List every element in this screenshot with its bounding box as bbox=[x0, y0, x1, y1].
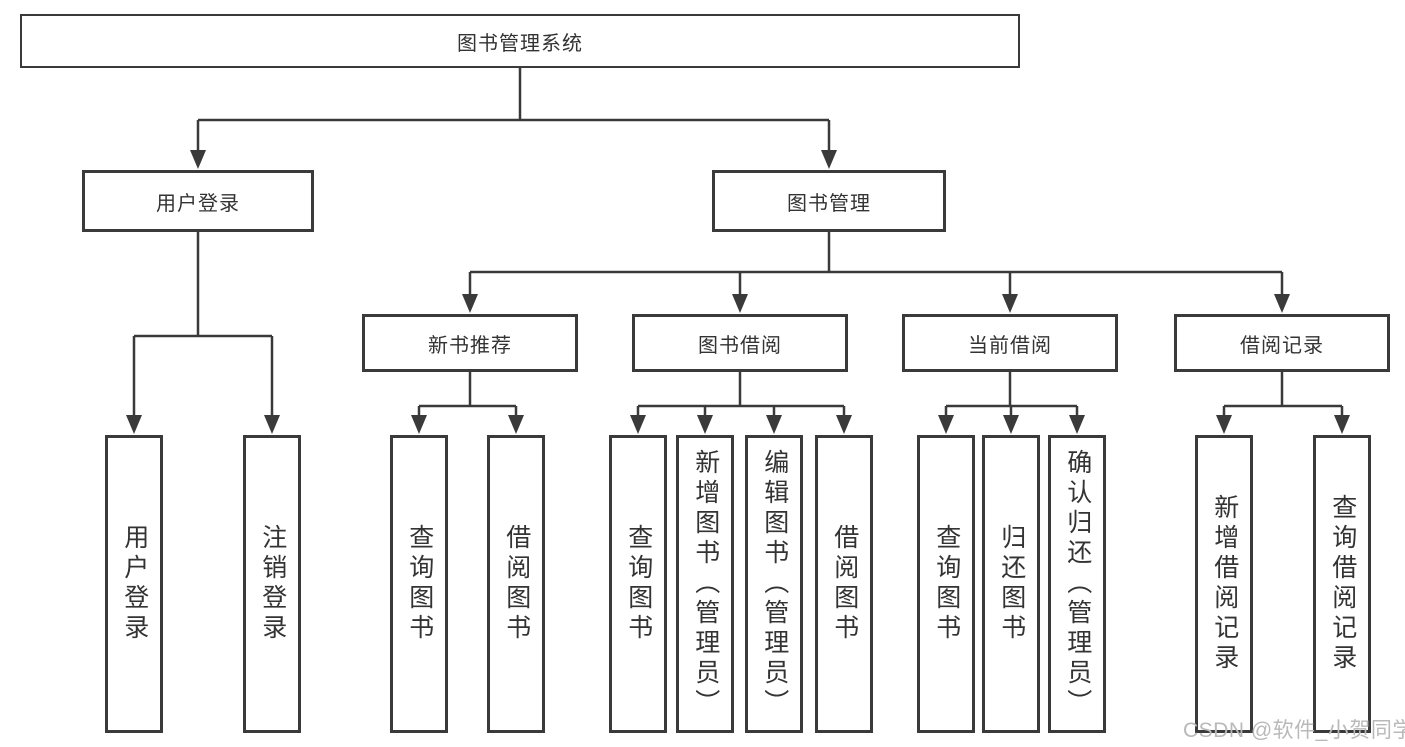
leaf-borrow-add-books-admin-label: 新增图书（管理员） bbox=[691, 449, 720, 719]
node-book-management: 图书管理 bbox=[712, 170, 946, 232]
node-book-borrow: 图书借阅 bbox=[632, 314, 848, 372]
leaf-current-query-books: 查询图书 bbox=[917, 435, 975, 733]
node-borrow-records-label: 借阅记录 bbox=[1240, 334, 1324, 357]
leaf-borrow-query-books: 查询图书 bbox=[609, 435, 667, 733]
leaf-current-return-books: 归还图书 bbox=[982, 435, 1040, 733]
leaf-current-query-books-label: 查询图书 bbox=[932, 524, 961, 644]
node-borrow-records: 借阅记录 bbox=[1174, 314, 1390, 372]
leaf-logout: 注销登录 bbox=[243, 435, 301, 733]
node-root-label: 图书管理系统 bbox=[457, 32, 583, 55]
leaf-borrow-query-books-label: 查询图书 bbox=[624, 524, 653, 644]
node-book-management-label: 图书管理 bbox=[787, 192, 871, 215]
node-current-borrow-label: 当前借阅 bbox=[968, 334, 1052, 357]
leaf-borrow-borrow-books: 借阅图书 bbox=[815, 435, 873, 733]
node-book-borrow-label: 图书借阅 bbox=[698, 334, 782, 357]
leaf-newbook-borrow-books: 借阅图书 bbox=[487, 435, 545, 733]
leaf-records-query-record: 查询借阅记录 bbox=[1313, 435, 1371, 733]
leaf-logout-label: 注销登录 bbox=[258, 524, 287, 644]
leaf-current-confirm-return-admin: 确认归还（管理员） bbox=[1048, 435, 1106, 733]
node-root: 图书管理系统 bbox=[20, 14, 1020, 68]
node-user-login-label: 用户登录 bbox=[156, 192, 240, 215]
node-new-book-recommend-label: 新书推荐 bbox=[428, 334, 512, 357]
leaf-records-add-record-label: 新增借阅记录 bbox=[1210, 494, 1239, 674]
leaf-newbook-query-books-label: 查询图书 bbox=[405, 524, 434, 644]
leaf-current-return-books-label: 归还图书 bbox=[997, 524, 1026, 644]
leaf-borrow-edit-books-admin: 编辑图书（管理员） bbox=[745, 435, 803, 733]
leaf-records-add-record: 新增借阅记录 bbox=[1195, 435, 1253, 733]
leaf-newbook-query-books: 查询图书 bbox=[390, 435, 448, 733]
leaf-borrow-add-books-admin: 新增图书（管理员） bbox=[676, 435, 734, 733]
node-user-login: 用户登录 bbox=[82, 170, 314, 232]
csdn-watermark: CSDN @软件_小贺同学 bbox=[1183, 719, 1405, 742]
node-current-borrow: 当前借阅 bbox=[902, 314, 1118, 372]
leaf-current-confirm-return-admin-label: 确认归还（管理员） bbox=[1063, 449, 1092, 719]
leaf-borrow-edit-books-admin-label: 编辑图书（管理员） bbox=[760, 449, 789, 719]
node-new-book-recommend: 新书推荐 bbox=[362, 314, 578, 372]
leaf-borrow-borrow-books-label: 借阅图书 bbox=[830, 524, 859, 644]
leaf-user-login-label: 用户登录 bbox=[120, 524, 149, 644]
leaf-user-login: 用户登录 bbox=[105, 435, 163, 733]
leaf-records-query-record-label: 查询借阅记录 bbox=[1328, 494, 1357, 674]
leaf-newbook-borrow-books-label: 借阅图书 bbox=[502, 524, 531, 644]
